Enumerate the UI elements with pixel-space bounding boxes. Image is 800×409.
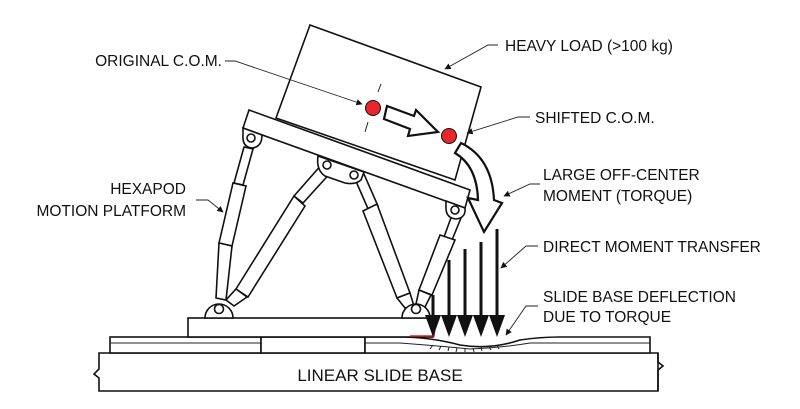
moment-label-line1: LARGE OFF-CENTER [543,167,700,184]
com-centerline [364,121,369,133]
torque-leader [503,183,540,197]
deflection-hatching [429,344,500,353]
com-shift-arrow [382,104,441,138]
direct-transfer-leader [500,245,538,269]
shifted-com-label: SHIFTED C.O.M. [535,110,655,127]
linear-slide-base: LINEAR SLIDE BASE [92,352,665,392]
hexapod-label-line2: MOTION PLATFORM [36,203,186,220]
slide-rail [109,336,651,354]
shifted-com-marker [441,128,457,144]
base-joint [204,303,234,319]
hexapod-top-platform [241,108,471,220]
actuator-leg [215,146,254,301]
original-com-marker [365,100,381,116]
com-centerline [377,83,382,93]
moment-label-line2: MOMENT (TORQUE) [543,188,692,205]
original-com-label: ORIGINAL C.O.M. [95,53,222,70]
transfer-arrow [425,295,441,337]
moment-transfer-arrows [425,229,505,337]
linear-slide-base-label: LINEAR SLIDE BASE [297,366,462,385]
transfer-arrow [441,260,457,337]
deflection-leader [505,305,538,336]
transfer-arrow [457,249,473,337]
hexapod-leader [196,199,224,213]
torque-arrow [453,141,504,235]
actuator-leg [415,213,463,308]
hexapod-base-plate [187,317,434,338]
transfer-arrow [489,229,505,337]
deflection-label-line1: SLIDE BASE DEFLECTION [543,289,736,306]
deflection-label-line2: DUE TO TORQUE [543,309,671,326]
base-joint [401,303,431,319]
heavy-load-label: HEAVY LOAD (>100 kg) [505,38,673,55]
original-com-leader [225,60,363,106]
transfer-arrow [473,242,489,337]
shifted-com-leader [466,116,530,135]
heavy-load-leader [444,44,498,70]
direct-transfer-label: DIRECT MOMENT TRANSFER [543,239,761,256]
hexapod-label-line1: HEXAPOD [110,181,186,198]
